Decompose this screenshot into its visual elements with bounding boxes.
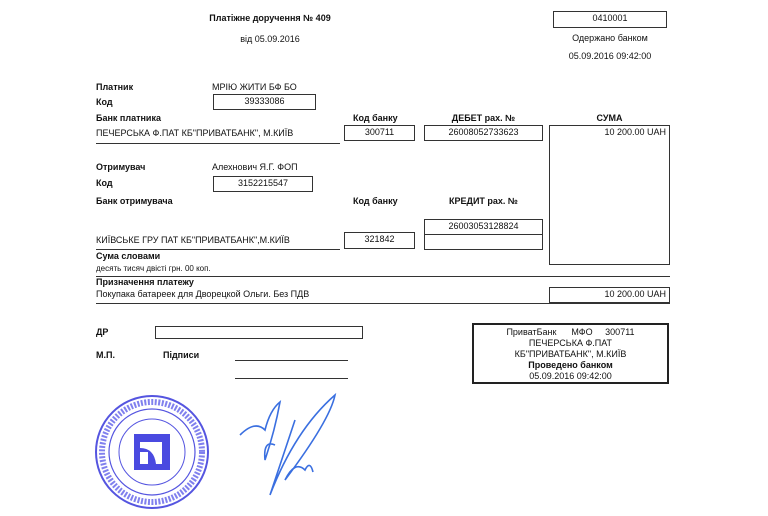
dr-field [155, 326, 363, 339]
payer-bank-label: Банк платника [96, 113, 161, 123]
payer-bank-code-box: 300711 [344, 125, 415, 141]
purpose-label: Призначення платежу [96, 277, 194, 287]
credit-account-box: 26003053128824 [424, 219, 543, 235]
recipient-label: Отримувач [96, 162, 146, 172]
document-title: Платіжне доручення № 409 [209, 13, 331, 23]
divider [96, 249, 340, 250]
payer-label: Платник [96, 82, 134, 92]
amount-label: СУМА [596, 113, 623, 123]
mp-label: М.П. [96, 350, 115, 360]
stamp-bank: ПриватБанк [506, 327, 557, 337]
signature-icon [239, 392, 337, 496]
bank-stamp-box: ПриватБанк МФО 300711 ПЕЧЕРСЬКА Ф.ПАТ КБ… [472, 323, 669, 384]
payer-name: МРІЮ ЖИТИ БФ БО [212, 82, 297, 92]
recipient-bank-code-box: 321842 [344, 232, 415, 249]
credit-extra-box [424, 234, 543, 250]
payer-bank-code-label: Код банку [353, 113, 398, 123]
recipient-bank-code-label: Код банку [353, 196, 398, 206]
stamp-mfo: 300711 [605, 327, 635, 337]
purpose-value: Покупака батареек для Дворецкой Ольги. Б… [96, 289, 310, 299]
recipient-name: Алехнович Я.Г. ФОП [212, 162, 298, 172]
amount-box: 10 200.00 UAH [549, 125, 670, 265]
purpose-amount-box: 10 200.00 UAH [549, 287, 670, 303]
debit-account-box: 26008052733623 [424, 125, 543, 141]
document-date: від 05.09.2016 [240, 34, 300, 44]
form-code-box: 0410001 [553, 11, 667, 28]
divider [96, 303, 670, 304]
recipient-bank: КИЇВСЬКЕ ГРУ ПАТ КБ"ПРИВАТБАНК",М.КИЇВ [96, 235, 290, 245]
recipient-code-label: Код [96, 178, 113, 188]
received-datetime: 05.09.2016 09:42:00 [568, 51, 652, 61]
payer-code-label: Код [96, 97, 113, 107]
divider [96, 276, 670, 277]
payer-bank: ПЕЧЕРСЬКА Ф.ПАТ КБ"ПРИВАТБАНК", М.КИЇВ [96, 128, 294, 138]
stamp-processed-label: Проведено банком [528, 360, 613, 370]
words-value: десять тисяч двісті грн. 00 коп. [96, 264, 211, 273]
signature-line [235, 378, 348, 379]
recipient-code-box: 3152215547 [213, 176, 313, 192]
payer-code-box: 39333086 [213, 94, 316, 110]
credit-label: КРЕДИТ рах. № [449, 196, 518, 206]
signatures-label: Підписи [163, 350, 200, 360]
privatbank-seal-icon [95, 395, 209, 509]
stamp-processed-datetime: 05.09.2016 09:42:00 [529, 371, 612, 381]
stamp-line1: ПЕЧЕРСЬКА Ф.ПАТ [528, 338, 613, 348]
words-label: Сума словами [96, 251, 161, 261]
received-label: Одержано банком [572, 33, 648, 43]
divider [96, 143, 340, 144]
stamp-mfo-label: МФО [571, 327, 593, 337]
stamp-line2: КБ"ПРИВАТБАНК", М.КИЇВ [514, 349, 627, 359]
signature-line [235, 360, 348, 361]
amount-value: 10 200.00 UAH [604, 127, 666, 137]
dr-label: ДР [96, 327, 109, 337]
recipient-bank-label: Банк отримувача [96, 196, 173, 206]
debit-label: ДЕБЕТ рах. № [451, 113, 516, 123]
